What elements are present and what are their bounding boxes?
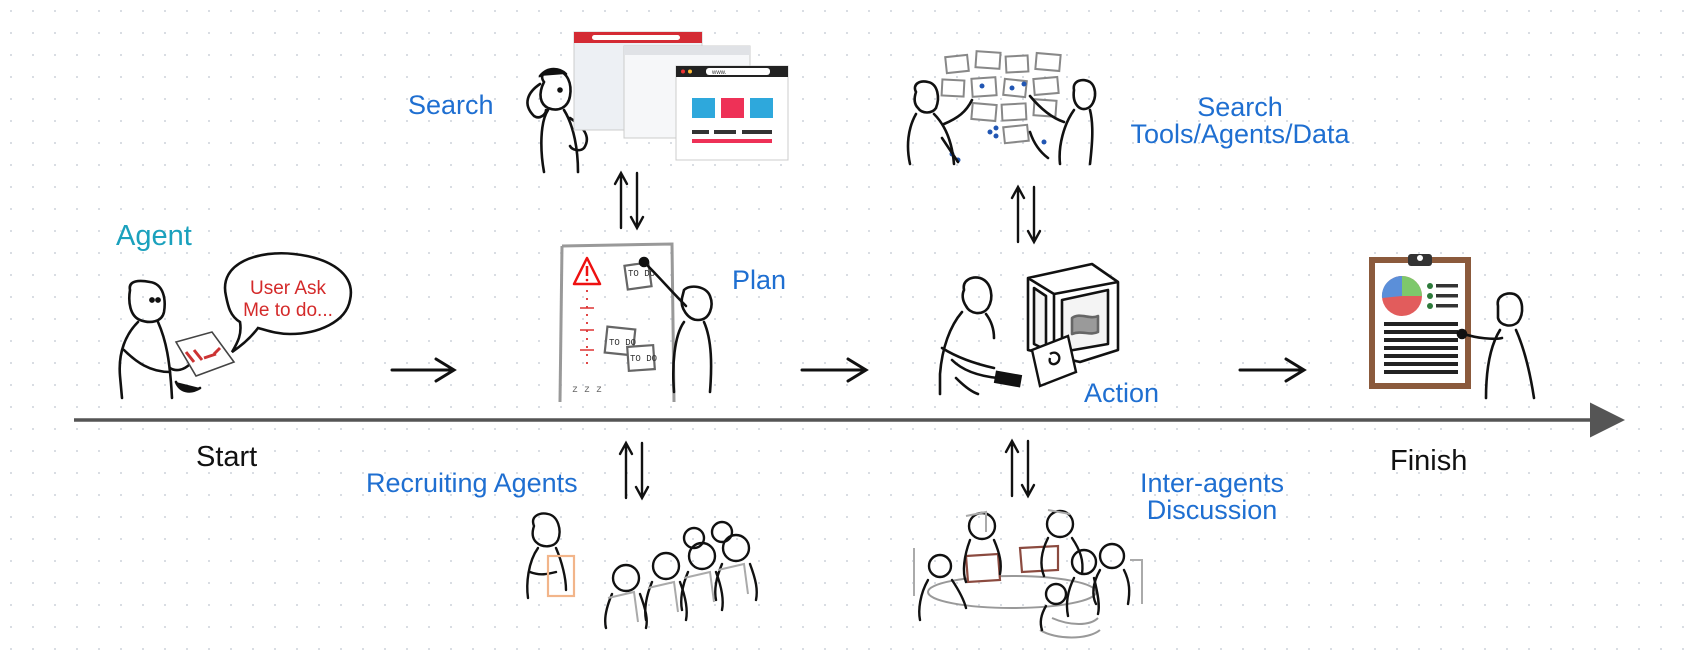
right-arrow-icon xyxy=(390,357,457,383)
search-tools-label: Search Tools/Agents/Data xyxy=(1130,94,1349,148)
speech-text: User Ask Me to do... xyxy=(228,278,348,322)
search-label: Search xyxy=(408,90,494,120)
3d-printer-icon xyxy=(1026,262,1120,364)
start-label: Start xyxy=(196,441,258,473)
paper-icon xyxy=(174,331,236,377)
inter-agents-line: Discussion xyxy=(1146,495,1278,525)
swap-arrows-icon xyxy=(618,440,650,501)
inter-agents-line: Inter-agents xyxy=(1139,468,1285,498)
agent-label: Agent xyxy=(116,220,192,252)
action-label: Action xyxy=(1084,378,1160,408)
agent-figure xyxy=(118,279,202,400)
inter-agents-label: Inter-agents Discussion xyxy=(1140,470,1284,524)
swap-arrows-icon xyxy=(1004,438,1036,499)
recruiter-figure xyxy=(526,512,568,600)
sticky-wall xyxy=(940,50,1062,145)
right-arrow-icon xyxy=(800,357,869,383)
audience-group xyxy=(604,520,758,630)
browser-url-text: www. xyxy=(711,70,727,76)
pie-chart-icon xyxy=(1381,275,1422,316)
plan-label: Plan xyxy=(732,265,787,295)
report-clipboard-icon xyxy=(1369,254,1471,389)
speech-line: User Ask xyxy=(249,278,327,299)
speech-line: Me to do... xyxy=(243,299,333,321)
todo-note-text: TO DO xyxy=(609,338,636,348)
operator-figure xyxy=(938,276,1023,396)
idea-dots xyxy=(949,81,1047,163)
right-arrow-icon xyxy=(1238,357,1307,383)
search-tools-line: Search xyxy=(1197,92,1283,122)
presenter-figure xyxy=(1456,292,1536,400)
planner-figure xyxy=(638,256,713,394)
chairs xyxy=(607,562,749,623)
speech-bubble xyxy=(223,252,353,354)
discussion-figures xyxy=(918,509,1131,632)
brainstorm-figures xyxy=(906,78,1097,166)
browser-window-icon: www. xyxy=(675,65,789,161)
swap-arrows-icon xyxy=(1010,184,1042,245)
finish-label: Finish xyxy=(1390,445,1468,477)
meeting-table xyxy=(927,575,1101,639)
todo-note-text: TO DO xyxy=(630,354,657,364)
sleep-text: z z z xyxy=(572,385,602,396)
todo-note-text: TO DO xyxy=(628,269,655,279)
warning-icon xyxy=(572,256,602,370)
search-tools-line: Tools/Agents/Data xyxy=(1130,119,1350,149)
sticky-note-icon: TO DO xyxy=(623,261,655,291)
sticky-note-icon: TO DO xyxy=(626,343,657,373)
chairs xyxy=(913,509,1143,604)
recruiting-agents-label: Recruiting Agents xyxy=(366,468,578,498)
paper-icon xyxy=(546,554,576,598)
thinking-person xyxy=(526,67,589,174)
laptop-icon xyxy=(1030,334,1078,388)
whiteboard-icon xyxy=(558,242,676,403)
swap-arrows-icon xyxy=(613,170,645,231)
